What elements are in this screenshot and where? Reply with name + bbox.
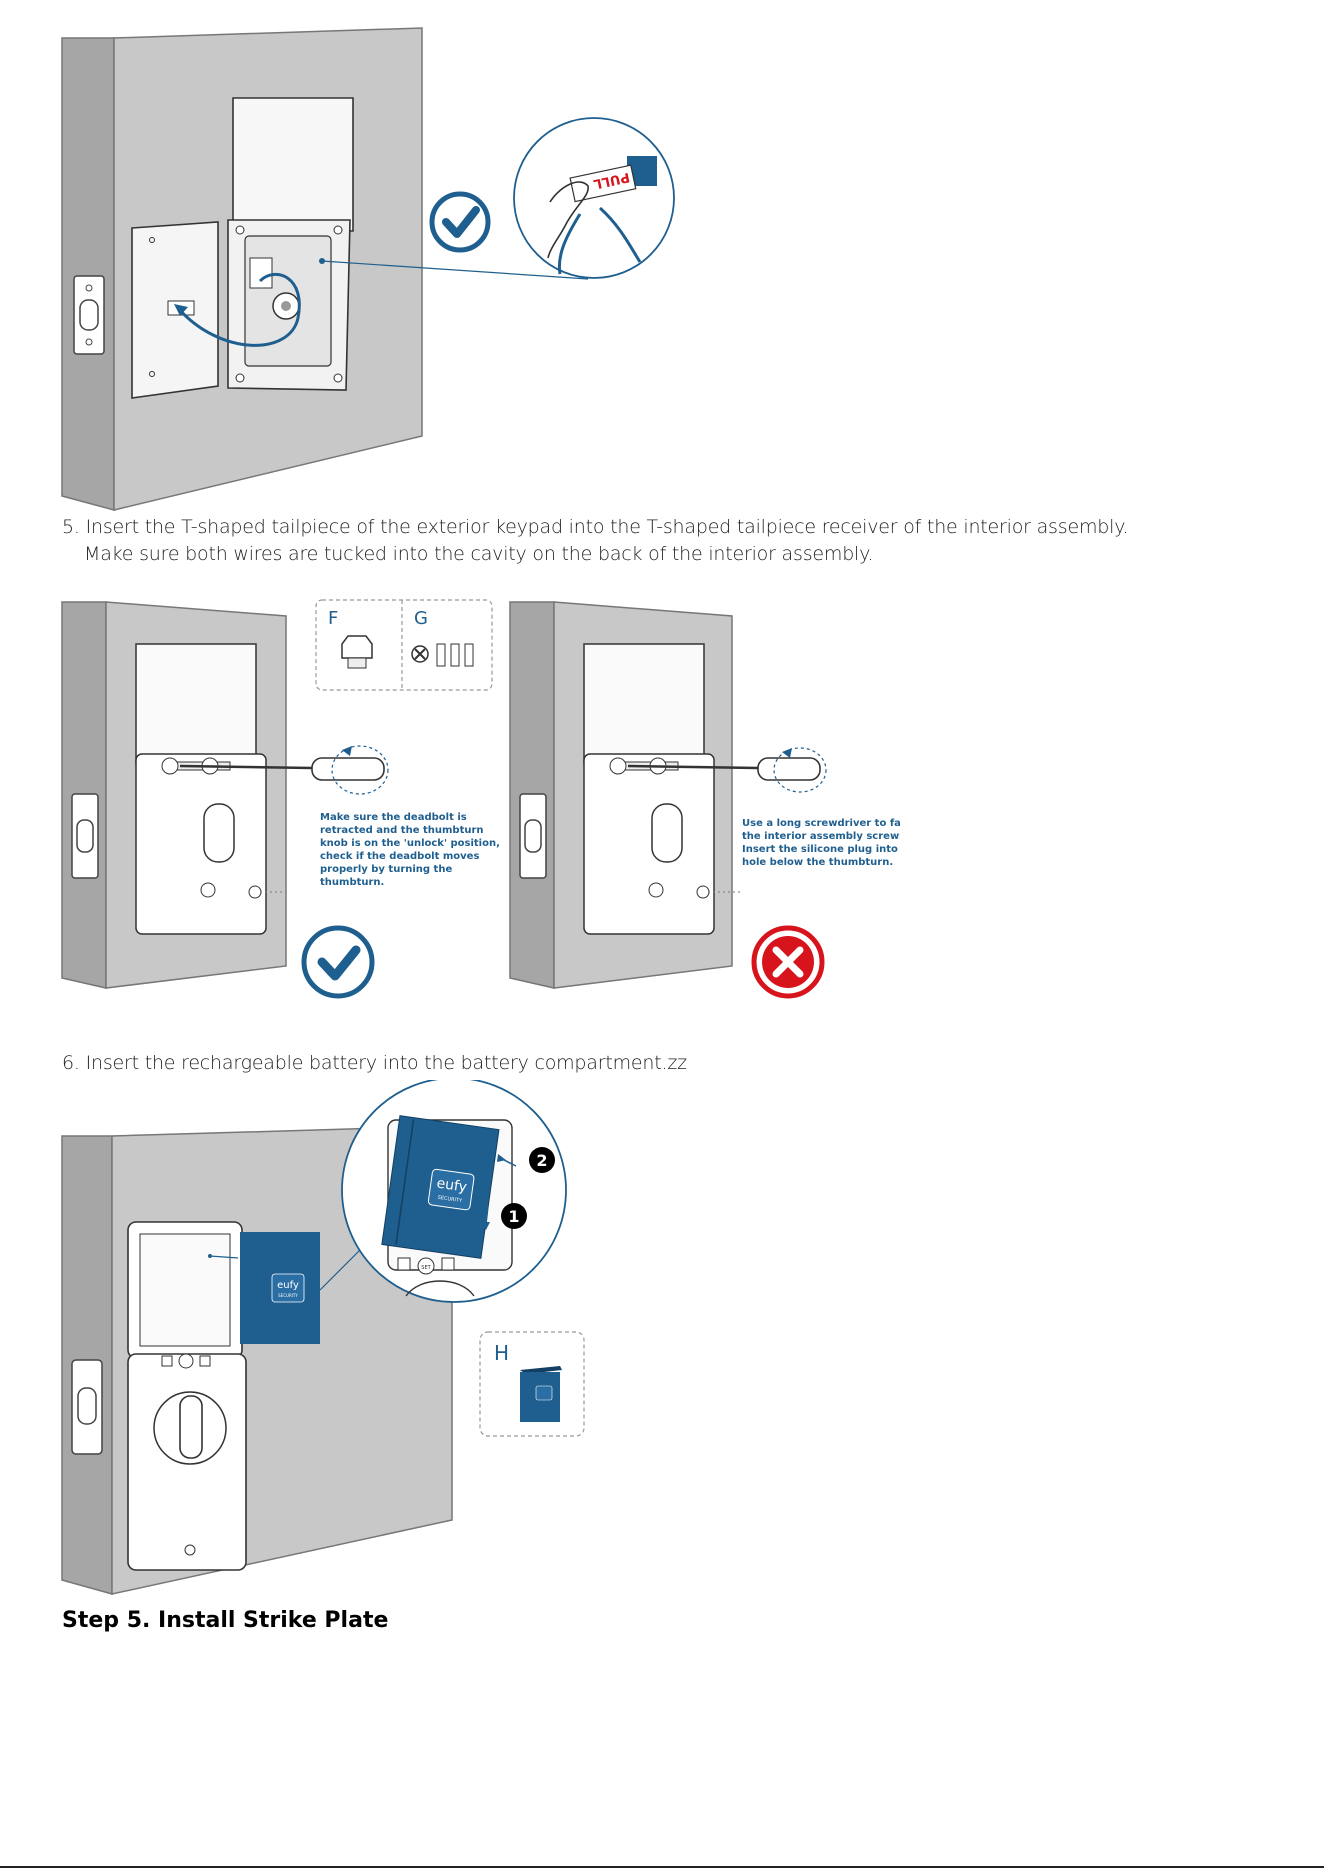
check-icon [301,925,375,999]
interior-assembly [227,97,354,391]
battery-magnifier: eufy SECURITY SET 2 1 [341,1080,567,1303]
note-correct-line: Make sure the deadbolt is [320,812,467,823]
part-g-label: G [414,608,428,629]
note-wrong-line: Insert the silicone plug into the [742,844,900,855]
part-h-label: H [494,1341,509,1365]
battery: eufy SECURITY [240,1232,320,1344]
check-icon [429,191,491,253]
note-wrong-line: Use a long screwdriver to fasten [742,818,900,829]
panel-correct [61,601,389,989]
battery-brand-zoom: eufy [436,1176,468,1196]
note-correct-line: check if the deadbolt moves [320,851,479,862]
figure-fasten-screws: F G Make sure the deadbolt is retracted … [61,599,900,999]
interior-assembly [127,1221,247,1571]
note-correct-line: retracted and the thumbturn [320,825,484,836]
step-5-line-2: Make sure both wires are tucked into the… [84,543,874,565]
note-correct-line: thumbturn. [320,877,384,888]
note-correct-line: knob is on the 'unlock' position, [320,838,500,849]
part-f-label: F [328,608,338,629]
door-latch [73,275,105,355]
figure-battery-install: eufy SECURITY eufy SECURITY SET 2 1 H [61,1080,585,1595]
callout-2: 2 [536,1151,547,1170]
pull-tab-magnifier: PULL [513,117,675,279]
note-wrong-line: hole below the thumbturn. [742,857,893,868]
battery-brand-sub-zoom: SECURITY [437,1195,463,1204]
silicone-plug-icon [341,635,373,669]
panel-incorrect [509,601,827,989]
set-button-label: SET [421,1265,431,1271]
battery-brand-sub: SECURITY [278,1293,298,1298]
callout-1: 1 [508,1207,519,1226]
note-correct: Make sure the deadbolt is retracted and … [320,812,503,888]
pull-tab-label: PULL [592,169,631,191]
figure-wire-connection: PULL [61,27,675,511]
exterior-keypad-back [131,221,219,399]
cross-icon [751,925,825,999]
section-heading: Step 5. Install Strike Plate [62,1608,389,1633]
step-6-instruction: 6. Insert the rechargeable battery into … [62,1052,687,1074]
note-correct-line: properly by turning the [320,864,452,875]
parts-box-h: H [479,1331,585,1437]
note-wrong: Use a long screwdriver to fasten the int… [742,818,900,868]
battery-brand: eufy [277,1280,299,1291]
note-wrong-line: the interior assembly screws. [742,831,900,842]
page-bottom-rule [0,1866,1324,1868]
screws-icon [411,643,474,667]
step-5-line-1: 5. Insert the T-shaped tailpiece of the … [62,516,1129,538]
parts-box-fg: F G [315,599,493,691]
step-5-instruction: 5. Insert the T-shaped tailpiece of the … [62,514,1129,568]
battery-icon [520,1366,562,1422]
